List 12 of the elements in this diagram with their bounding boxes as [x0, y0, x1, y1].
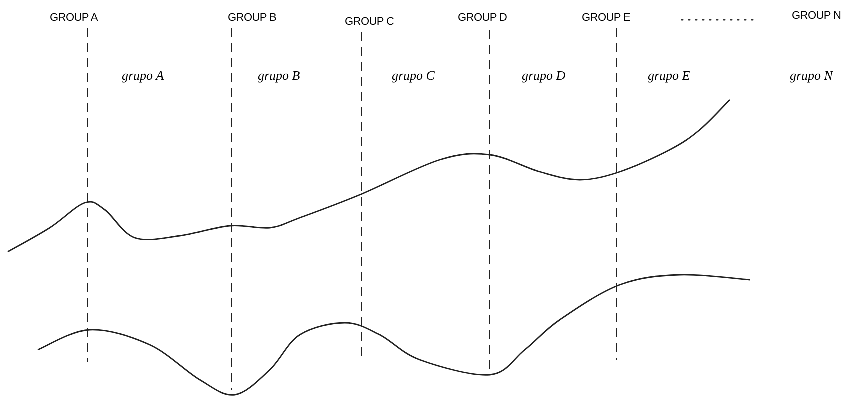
group-heading: GROUP D	[458, 11, 508, 26]
group-label: grupo E	[648, 67, 690, 85]
group-heading: GROUP B	[228, 11, 277, 26]
group-heading: GROUP N	[792, 9, 842, 24]
group-label: grupo C	[392, 67, 435, 85]
group-heading: GROUP E	[582, 11, 631, 26]
group-label: grupo N	[790, 67, 833, 85]
group-heading: GROUP C	[345, 15, 394, 30]
group-label: grupo B	[258, 67, 300, 85]
group-label: grupo D	[522, 67, 566, 85]
group-heading: GROUP A	[50, 11, 98, 26]
group-label: grupo A	[122, 67, 164, 85]
